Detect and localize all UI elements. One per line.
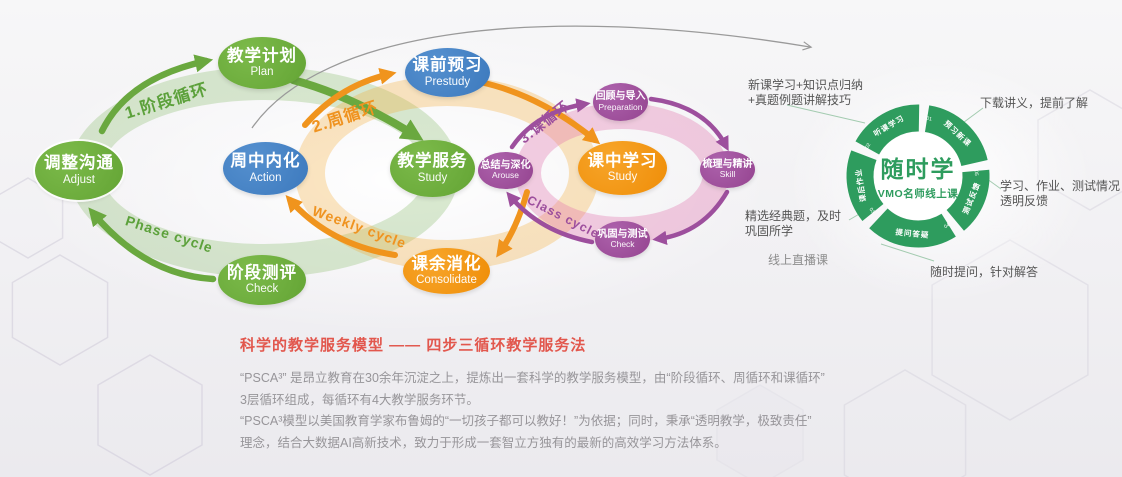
body-line-2: 3层循环组成，每循环有4大教学服务环节。 xyxy=(240,392,479,407)
node-class-study: 课中学习 Study xyxy=(578,141,667,195)
section-title: 科学的教学服务模型 —— 四步三循环教学服务法 xyxy=(240,337,587,354)
node-adjust-en: Adjust xyxy=(63,173,95,186)
node-prestudy-en: Prestudy xyxy=(424,75,471,88)
node-arouse-en: Arouse xyxy=(492,170,519,181)
node-phase-check: 阶段测评 Check xyxy=(218,255,306,305)
node-skill-en: Skill xyxy=(719,169,736,180)
node-teaching-service: 教学服务 Study xyxy=(390,140,475,197)
node-adjust-zh: 调整沟通 xyxy=(44,154,114,173)
annotation-download: 下载讲义，提前了解 xyxy=(980,96,1088,111)
body-line-4: 理念，结合大数据AI高新技术，致力于形成一套智立方独有的最新的高效学习方法体系。 xyxy=(240,435,727,450)
annotation-classic-questions-line1: 精选经典题，及时 xyxy=(745,209,842,223)
ring-subtitle: VMO名师线上课 xyxy=(877,188,959,200)
node-class-study-en: Study xyxy=(607,171,638,184)
node-consolidate: 课余消化 Consolidate xyxy=(403,248,490,294)
annotation-download-line1: 下载讲义，提前了解 xyxy=(980,96,1089,110)
annotation-feedback-line1: 学习、作业、测试情况 xyxy=(1000,179,1121,193)
body-line-1: “PSCA³” 是昂立教育在30余年沉淀之上，提炼出一套科学的教学服务模型，由“… xyxy=(240,371,825,385)
node-teaching-service-en: Study xyxy=(417,171,448,184)
node-action-en: Action xyxy=(249,171,282,184)
ring-title: 随时学 xyxy=(880,156,956,182)
node-skill: 梳理与精讲 Skill xyxy=(700,151,755,188)
node-preparation: 回顾与导入 Preparation xyxy=(593,83,648,121)
node-action: 周中内化 Action xyxy=(223,142,308,195)
node-teaching-service-zh: 教学服务 xyxy=(397,152,468,171)
body-paragraph: “PSCA³” 是昂立教育在30余年沉淀之上，提炼出一套科学的教学服务模型，由“… xyxy=(240,368,900,454)
node-class-check: 巩固与测试 Check xyxy=(595,221,650,258)
node-prestudy-zh: 课前预习 xyxy=(412,56,483,75)
node-plan: 教学计划 Plan xyxy=(218,37,306,89)
node-action-zh: 周中内化 xyxy=(230,152,301,171)
annotation-new-lesson-line1: 新课学习+知识点归纳 xyxy=(748,78,864,92)
annotation-live-class-line1: 线上直播课 xyxy=(768,253,829,267)
node-prestudy: 课前预习 Prestudy xyxy=(405,48,490,97)
annotation-new-lesson-line2: +真题例题讲解技巧 xyxy=(748,93,852,107)
node-class-study-zh: 课中学习 xyxy=(587,151,658,170)
annotation-feedback: 学习、作业、测试情况 透明反馈 xyxy=(1000,179,1120,209)
annotation-live-class: 线上直播课 xyxy=(768,253,828,268)
node-plan-zh: 教学计划 xyxy=(227,46,297,65)
node-plan-en: Plan xyxy=(250,66,274,79)
node-phase-check-zh: 阶段测评 xyxy=(227,263,297,282)
node-preparation-en: Preparation xyxy=(598,101,643,112)
ring-center: 随时学 VMO名师线上课 xyxy=(858,150,978,201)
node-phase-check-en: Check xyxy=(245,283,279,296)
annotation-classic-questions-line2: 巩固所学 xyxy=(745,224,794,238)
node-adjust: 调整沟通 Adjust xyxy=(35,141,123,200)
node-class-check-en: Check xyxy=(610,239,635,250)
annotation-classic-questions: 精选经典题，及时 巩固所学 xyxy=(745,209,841,239)
annotation-ask-anytime-line1: 随时提问，针对解答 xyxy=(930,265,1039,279)
annotation-ask-anytime: 随时提问，针对解答 xyxy=(930,265,1038,280)
node-consolidate-zh: 课余消化 xyxy=(411,254,482,273)
node-consolidate-en: Consolidate xyxy=(416,274,477,287)
annotation-new-lesson: 新课学习+知识点归纳 +真题例题讲解技巧 xyxy=(748,78,863,108)
annotation-feedback-line2: 透明反馈 xyxy=(1000,194,1049,208)
node-arouse: 总结与深化 Arouse xyxy=(478,152,533,189)
body-line-3: “PSCA³模型以美国教育学家布鲁姆的“一切孩子都可以教好！”为依据；同时，秉承… xyxy=(240,414,812,428)
